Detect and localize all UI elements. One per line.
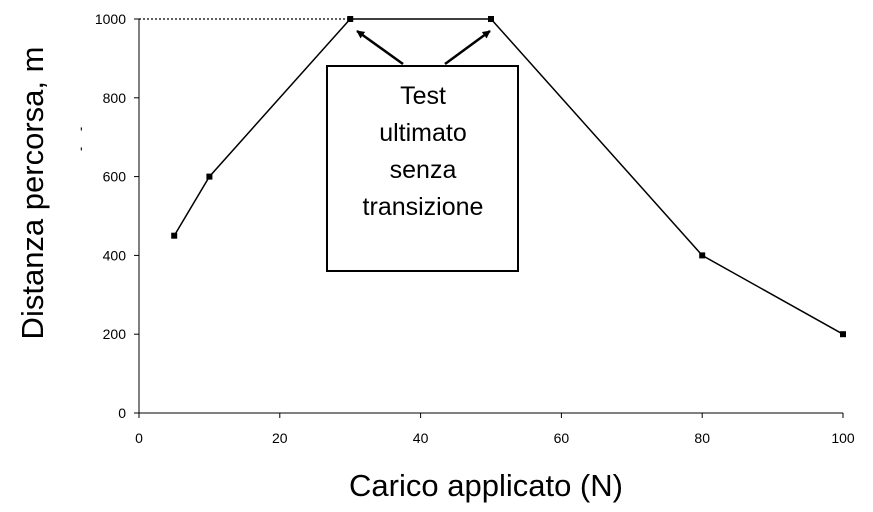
x-tick-label: 40	[413, 430, 429, 446]
stray-mark: '	[80, 144, 83, 160]
data-markers	[171, 16, 846, 338]
data-point	[171, 232, 178, 239]
y-axis-title: Distanza percorsa, m	[15, 47, 50, 340]
y-tick-label: 200	[103, 326, 127, 342]
y-ticks: 0 200 400 600 800 1000	[95, 11, 139, 421]
data-point	[699, 252, 706, 259]
annotation-line-2: ultimato	[379, 119, 467, 147]
x-tick-label: 100	[831, 430, 855, 446]
stray-mark: '	[80, 124, 83, 140]
y-tick-label: 600	[103, 169, 127, 185]
annotation-line-3: senza	[390, 156, 457, 184]
data-point	[206, 173, 213, 180]
data-point	[347, 16, 354, 22]
x-tick-label: 80	[694, 430, 710, 446]
y-tick-label: 1000	[95, 11, 126, 27]
x-axis-title: Carico applicato (N)	[349, 468, 623, 503]
y-tick-label: 800	[103, 90, 127, 106]
y-tick-label: 0	[118, 405, 126, 421]
annotation-line-1: Test	[400, 82, 446, 110]
x-tick-label: 20	[272, 430, 288, 446]
annotation-arrow-left	[356, 29, 404, 66]
annotation-arrow-right	[444, 29, 491, 66]
x-tick-label: 0	[135, 430, 143, 446]
plot-area: 0 20 40 60 80 100 0 200 400 600 800 1000	[95, 11, 855, 446]
data-point	[840, 331, 846, 338]
annotation: Test ultimato senza transizione	[326, 29, 519, 272]
y-tick-label: 400	[103, 247, 127, 263]
x-tick-label: 60	[554, 430, 570, 446]
data-point	[488, 16, 494, 22]
series-line	[173, 18, 844, 335]
annotation-line-4: transizione	[363, 193, 484, 221]
x-ticks: 0 20 40 60 80 100	[135, 413, 855, 446]
annotation-box	[326, 65, 519, 272]
